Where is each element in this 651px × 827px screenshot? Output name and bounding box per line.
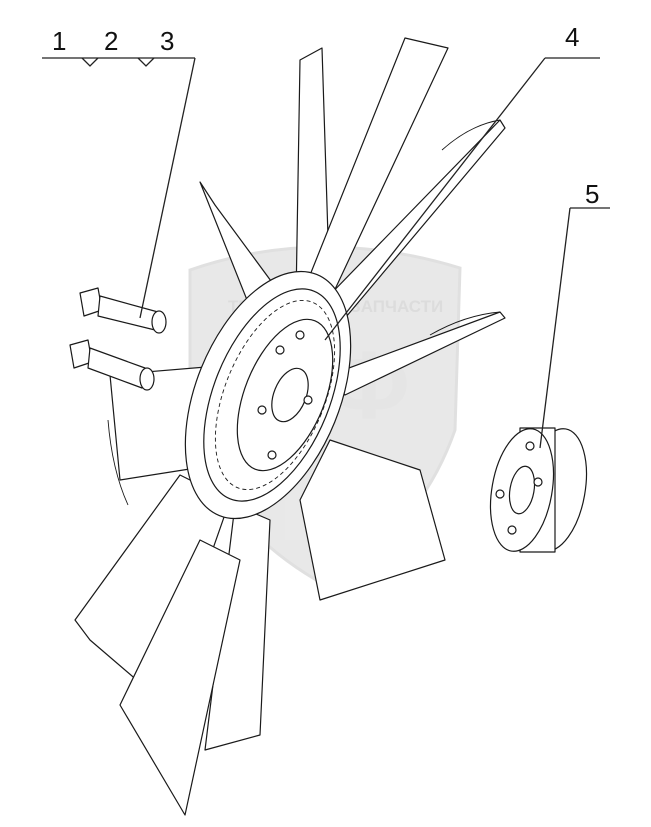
- bolt-lower: [69, 339, 155, 391]
- leader-lines: [42, 57, 610, 449]
- fan-hub: [184, 270, 352, 520]
- callout-4: 4: [565, 22, 579, 52]
- callout-5: 5: [585, 179, 599, 209]
- callout-1: 1: [52, 26, 66, 56]
- spacer-flange: [489, 427, 588, 553]
- bolt-upper: [79, 287, 167, 334]
- callout-labels: 1 2 3 4 5: [52, 22, 599, 209]
- callout-3: 3: [160, 26, 174, 56]
- callout-2: 2: [104, 26, 118, 56]
